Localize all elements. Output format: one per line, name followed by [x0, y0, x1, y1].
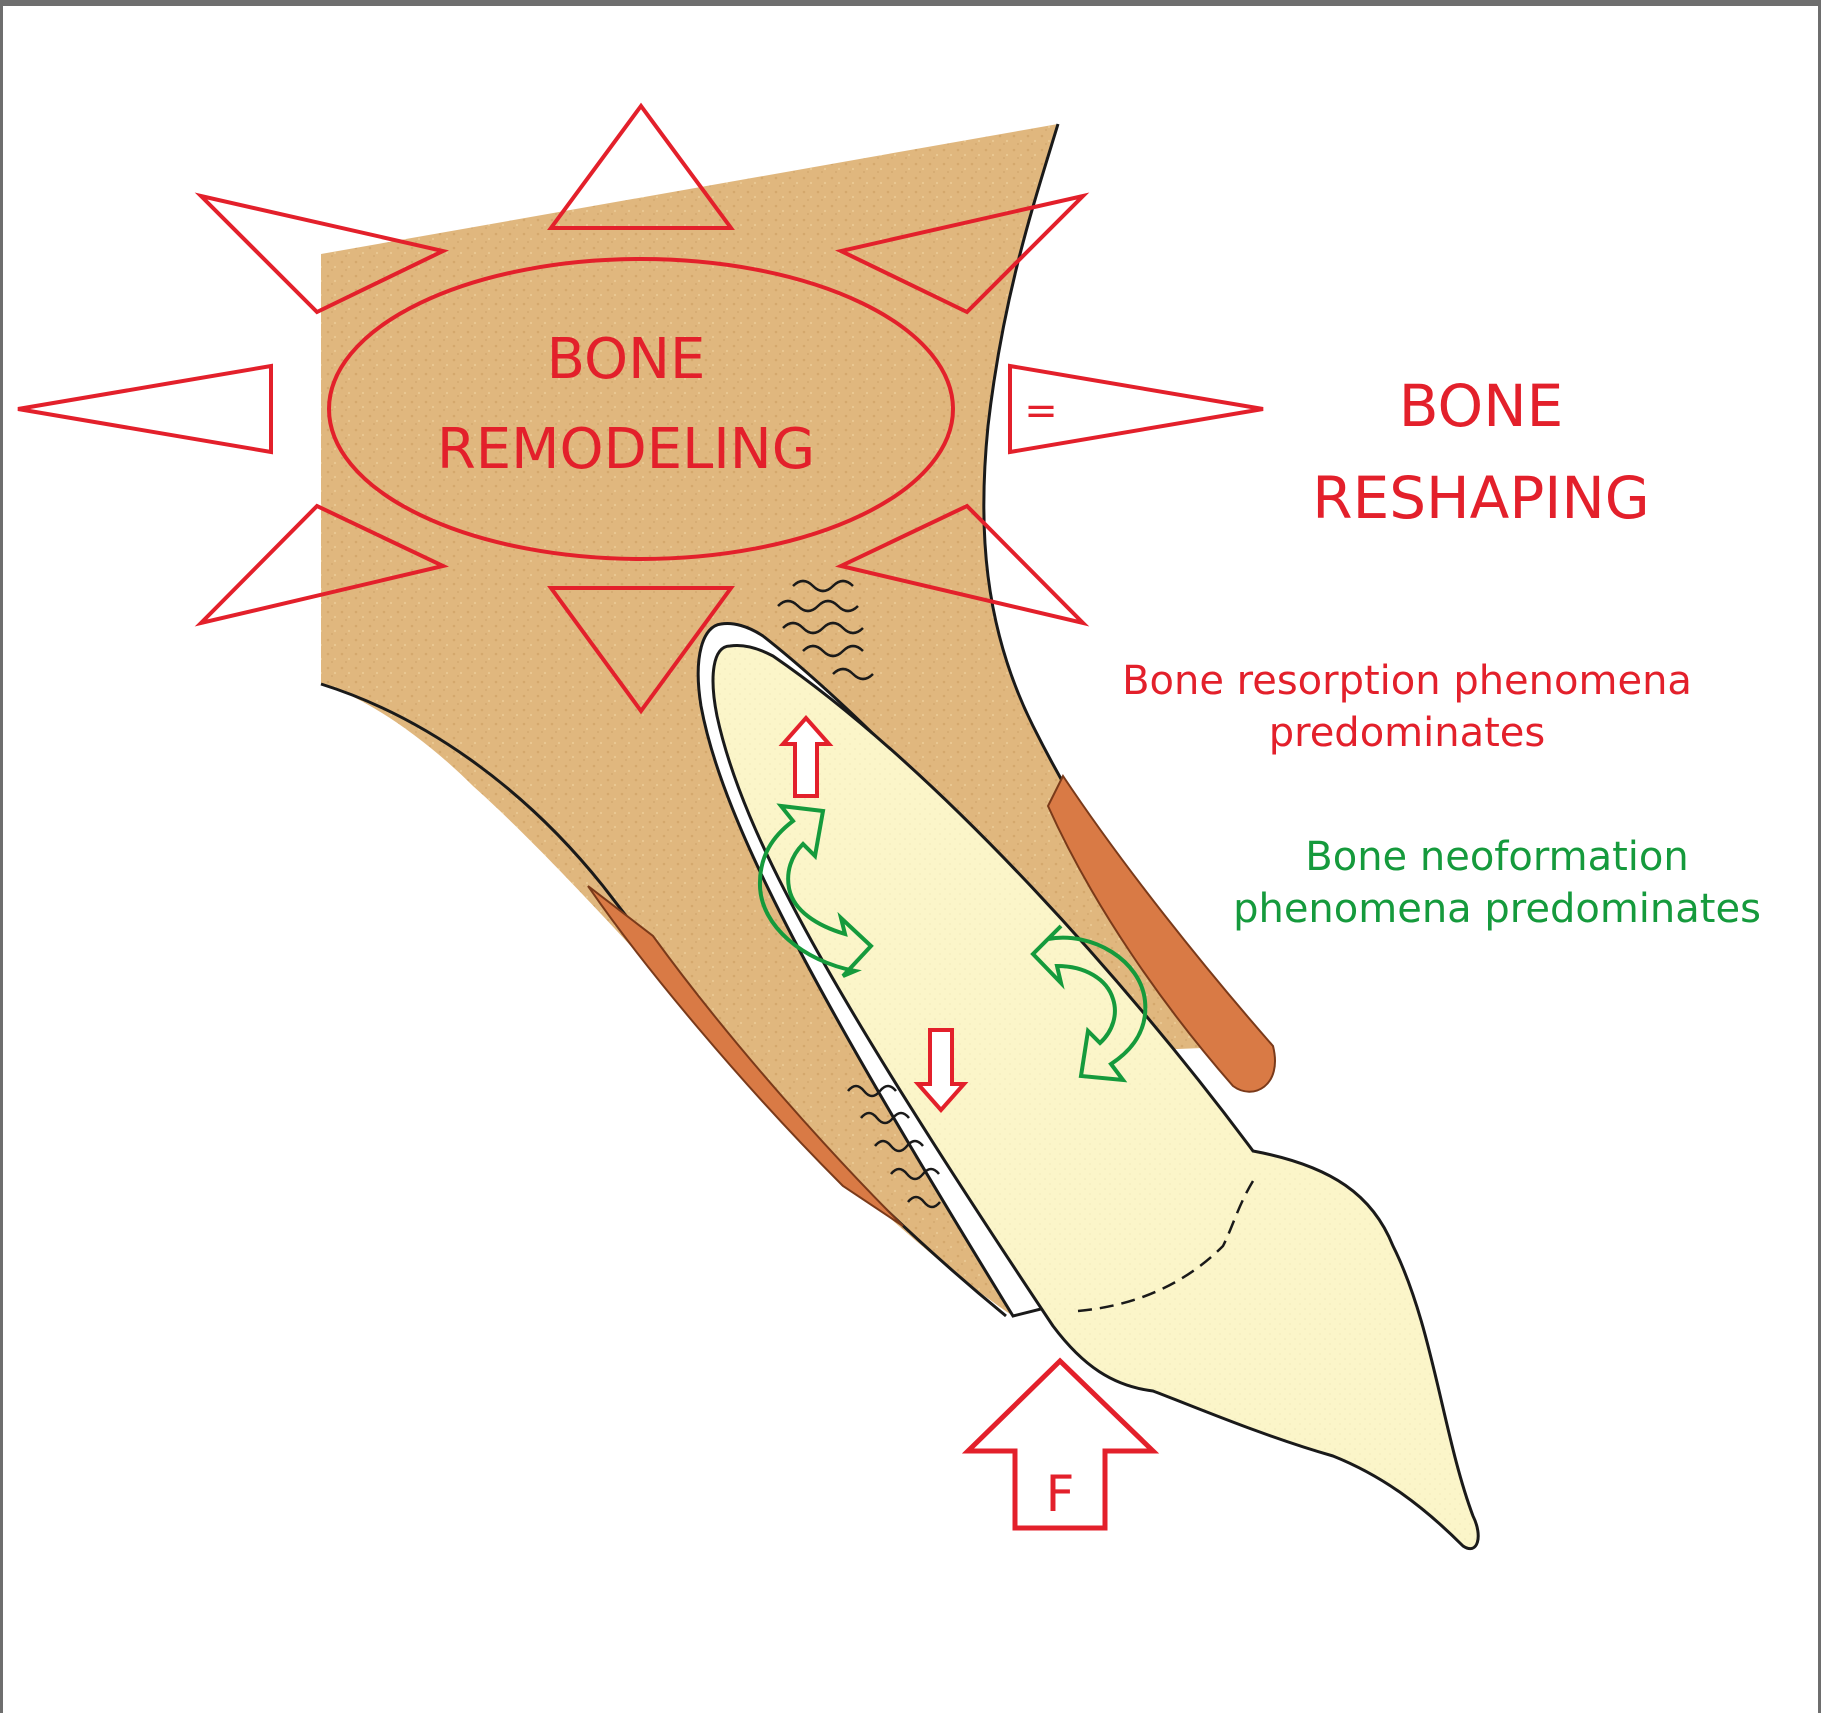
result-label-line1: BONE [1399, 372, 1563, 440]
equals-sign: = [1024, 388, 1058, 434]
bone-remodeling-diagram: BONE REMODELING = BONE RESHAPING Bone re… [3, 6, 1818, 1713]
neoformation-note-line2: phenomena predominates [1233, 886, 1761, 932]
result-label-line2: RESHAPING [1312, 464, 1649, 532]
neoformation-note-line1: Bone neoformation [1305, 834, 1688, 880]
resorption-note-line2: predominates [1269, 710, 1546, 756]
center-label-line2: REMODELING [437, 417, 815, 482]
force-label: F [1046, 1465, 1075, 1523]
center-label-line1: BONE [547, 327, 706, 392]
resorption-note-line1: Bone resorption phenomena [1122, 658, 1692, 704]
triangle-left [18, 366, 271, 452]
